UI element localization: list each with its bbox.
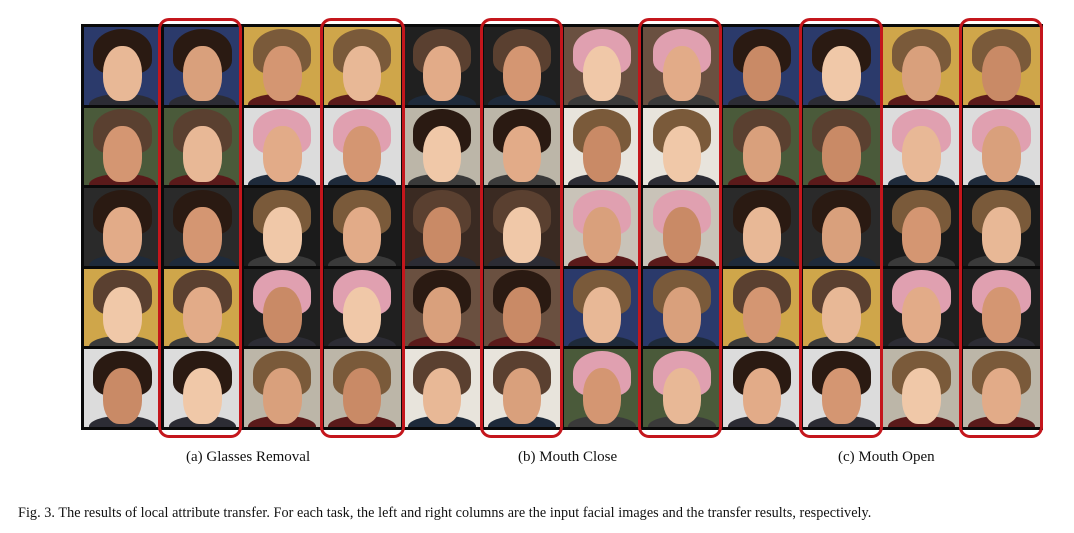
face-image-r3-c1 bbox=[84, 188, 161, 266]
face-image-r2-c3 bbox=[243, 107, 321, 186]
face-image-r2-c5 bbox=[403, 107, 481, 186]
face-image-r3-c12 bbox=[963, 188, 1040, 266]
panel-label-mouth-open: (c) Mouth Open bbox=[838, 449, 935, 465]
face-image-r5-c1 bbox=[84, 349, 161, 427]
face-image-r3-c10 bbox=[803, 188, 881, 266]
face-image-r5-c8 bbox=[643, 349, 721, 427]
figure-caption: Fig. 3. The results of local attribute t… bbox=[18, 505, 872, 521]
face-image-r2-c11 bbox=[883, 107, 961, 186]
face-image-r4-c9 bbox=[723, 268, 801, 347]
face-image-r3-c11 bbox=[883, 188, 961, 266]
face-image-r3-c9 bbox=[723, 188, 801, 266]
face-image-r4-c12 bbox=[963, 268, 1040, 347]
face-image-r3-c7 bbox=[563, 188, 641, 266]
face-image-r1-c1 bbox=[84, 27, 161, 105]
panel-label-glasses-removal: (a) Glasses Removal bbox=[186, 449, 311, 465]
face-image-r5-c10 bbox=[803, 349, 881, 427]
face-image-r5-c9 bbox=[723, 349, 801, 427]
face-image-r1-c9 bbox=[723, 27, 801, 105]
face-image-r3-c6 bbox=[483, 188, 561, 266]
face-image-r1-c12 bbox=[963, 27, 1040, 105]
face-image-r4-c6 bbox=[483, 268, 561, 347]
highlight-col-6 bbox=[959, 18, 1043, 438]
face-image-r5-c12 bbox=[963, 349, 1040, 427]
face-image-r5-c4 bbox=[323, 349, 401, 427]
face-image-r1-c2 bbox=[163, 27, 241, 105]
face-image-r5-c11 bbox=[883, 349, 961, 427]
panel-label-mouth-close: (b) Mouth Close bbox=[518, 449, 618, 465]
face-image-r1-c3 bbox=[243, 27, 321, 105]
face-image-r2-c7 bbox=[563, 107, 641, 186]
face-image-r4-c7 bbox=[563, 268, 641, 347]
highlight-col-4 bbox=[638, 18, 722, 438]
face-image-r4-c1 bbox=[84, 268, 161, 347]
face-image-r5-c3 bbox=[243, 349, 321, 427]
face-image-r1-c11 bbox=[883, 27, 961, 105]
face-image-r2-c1 bbox=[84, 107, 161, 186]
highlight-col-3 bbox=[480, 18, 563, 438]
face-image-r4-c4 bbox=[323, 268, 401, 347]
face-image-r2-c8 bbox=[643, 107, 721, 186]
face-image-r5-c2 bbox=[163, 349, 241, 427]
face-image-r3-c5 bbox=[403, 188, 481, 266]
face-image-r4-c10 bbox=[803, 268, 881, 347]
face-image-r5-c7 bbox=[563, 349, 641, 427]
face-image-r2-c2 bbox=[163, 107, 241, 186]
face-image-r2-c6 bbox=[483, 107, 561, 186]
face-image-r4-c5 bbox=[403, 268, 481, 347]
face-image-r5-c6 bbox=[483, 349, 561, 427]
face-image-r4-c11 bbox=[883, 268, 961, 347]
face-image-r1-c7 bbox=[563, 27, 641, 105]
highlight-col-2 bbox=[320, 18, 405, 438]
highlight-col-5 bbox=[799, 18, 883, 438]
face-image-r3-c3 bbox=[243, 188, 321, 266]
face-image-r2-c12 bbox=[963, 107, 1040, 186]
face-image-r2-c9 bbox=[723, 107, 801, 186]
face-image-r1-c5 bbox=[403, 27, 481, 105]
face-image-r3-c2 bbox=[163, 188, 241, 266]
face-image-r4-c2 bbox=[163, 268, 241, 347]
highlight-col-1 bbox=[158, 18, 242, 438]
face-image-r1-c10 bbox=[803, 27, 881, 105]
face-image-r2-c10 bbox=[803, 107, 881, 186]
face-image-r3-c8 bbox=[643, 188, 721, 266]
face-image-r4-c3 bbox=[243, 268, 321, 347]
face-image-r5-c5 bbox=[403, 349, 481, 427]
face-image-r1-c8 bbox=[643, 27, 721, 105]
face-image-r3-c4 bbox=[323, 188, 401, 266]
face-image-r1-c6 bbox=[483, 27, 561, 105]
face-image-r1-c4 bbox=[323, 27, 401, 105]
face-image-r2-c4 bbox=[323, 107, 401, 186]
face-image-r4-c8 bbox=[643, 268, 721, 347]
